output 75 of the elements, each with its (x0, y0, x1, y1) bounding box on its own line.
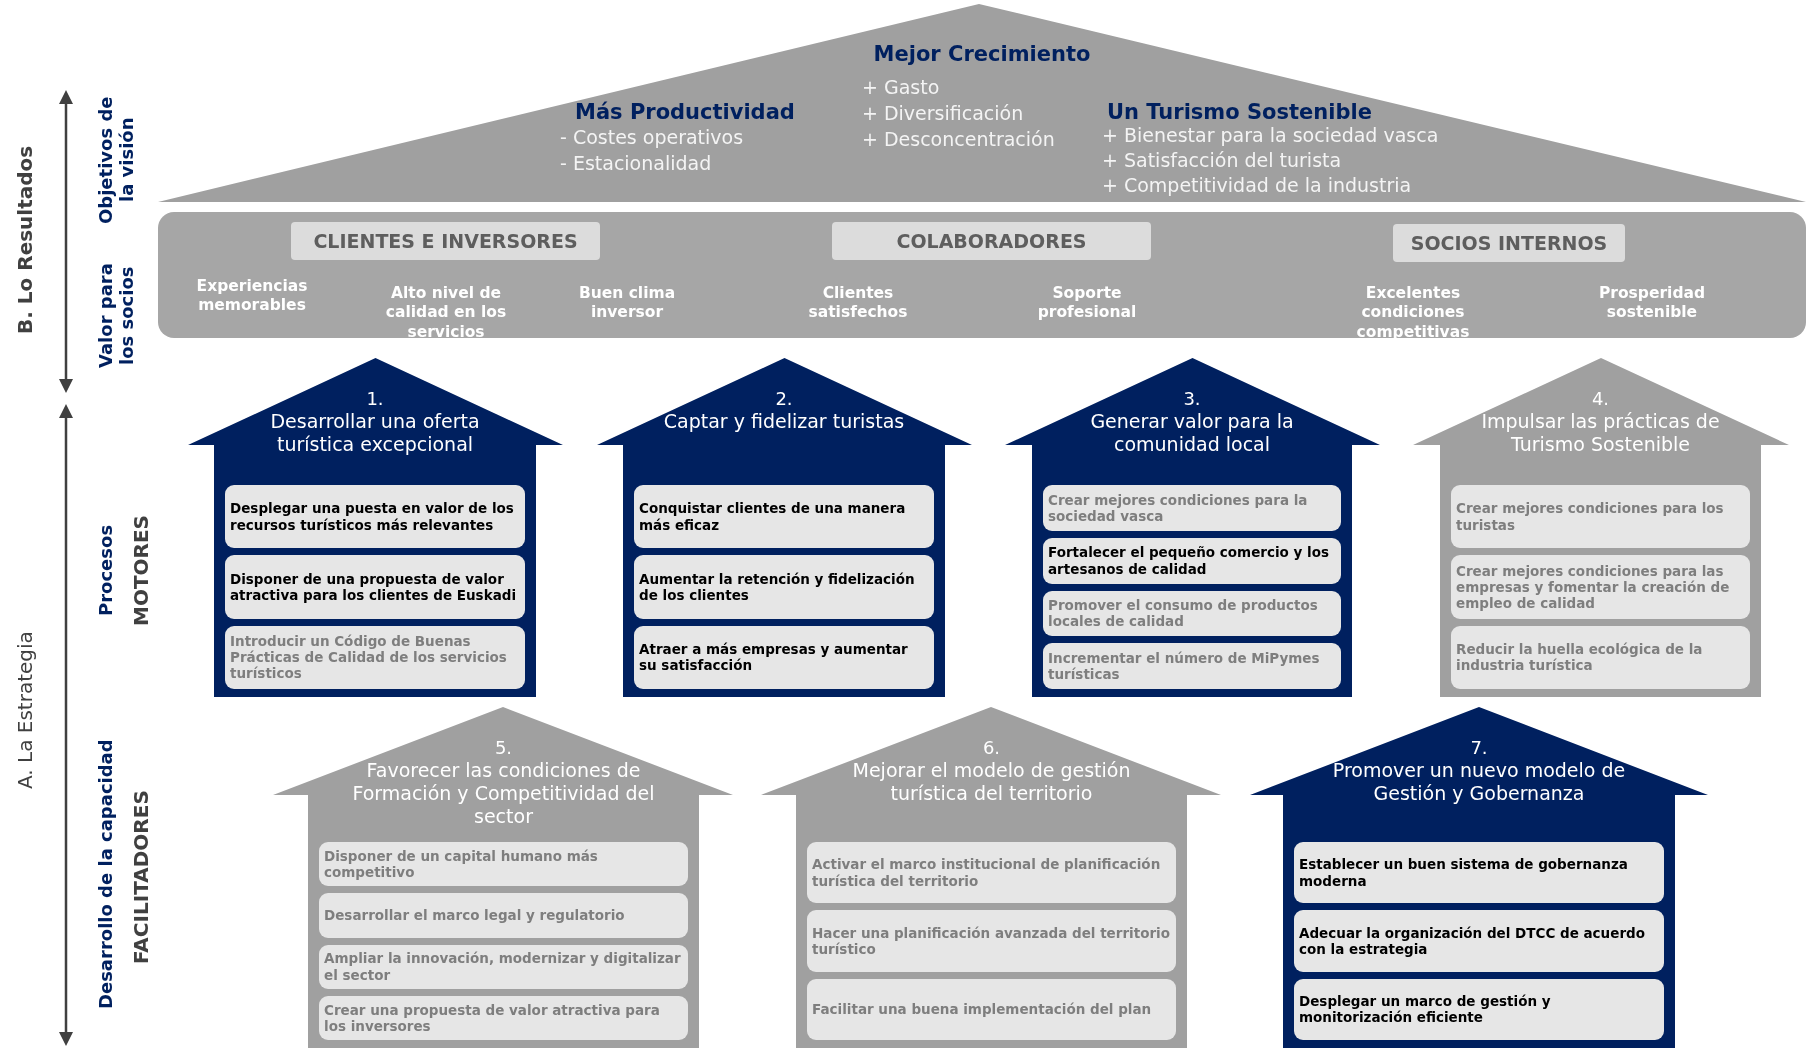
house-title: Captar y fidelizar turistas (662, 410, 906, 433)
house-title: Mejorar el modelo de gestión turística del territorio (851, 759, 1132, 805)
house-shape (188, 358, 563, 697)
objective-box: Crear mejores condiciones para las empresas y fomentar la creación de empleo de calidad (1451, 555, 1750, 619)
objective-box: Atraer a más empresas y aumentar su satisfacción (634, 625, 934, 689)
goal-item: + Satisfacción del turista (1102, 149, 1342, 171)
row-label: Valor para los socios (96, 262, 138, 370)
group-header: CLIENTES E INVERSORES (291, 222, 600, 260)
value-text: Excelentes condiciones competitivas (1355, 284, 1471, 343)
goal-item: + Gasto (862, 76, 940, 98)
goal-item: - Estacionalidad (560, 152, 712, 174)
value-text: Clientes satisfechos (807, 284, 909, 323)
objective-box: Crear una propuesta de valor atractiva para los inversores (319, 995, 688, 1040)
section-label: B. Lo Resultados (14, 144, 38, 337)
row-label: Procesos (96, 523, 117, 618)
goal-item: - Costes operativos (560, 126, 744, 148)
house-shape (597, 358, 972, 697)
number-label: 6. (981, 737, 1002, 759)
house-title: Desarrollar una oferta turística excepcional (269, 410, 481, 456)
number-label: 7. (1469, 737, 1489, 759)
objective-box: Conquistar clientes de una manera más eficaz (634, 485, 934, 549)
goal-heading: Un Turismo Sostenible (1107, 100, 1372, 124)
value-text: Buen clima inversor (577, 284, 677, 323)
objective-box: Disponer de un capital humano más competitivo (319, 842, 688, 887)
value-text: Soporte profesional (1036, 284, 1138, 323)
number-label: 3. (1182, 388, 1202, 410)
roof-triangle (158, 4, 1806, 202)
goal-item: + Desconcentración (862, 128, 1055, 150)
category-label: FACILITADORES (130, 790, 154, 965)
objective-box: Desplegar un marco de gestión y monitorización eficiente (1294, 978, 1664, 1040)
house-shape (273, 707, 733, 1048)
objective-box: Reducir la huella ecológica de la industria turística (1451, 625, 1750, 689)
goal-heading: Mejor Crecimiento (872, 42, 1092, 66)
objective-box: Activar el marco institucional de planificación turística del territorio (807, 842, 1176, 904)
objective-box: Introducir un Código de Buenas Prácticas de Calidad de los servicios turísticos (225, 625, 525, 689)
value-text: Prosperidad sostenible (1597, 284, 1707, 323)
house-title: Generar valor para la comunidad local (1089, 410, 1295, 456)
objective-box: Desplegar una puesta en valor de los recursos turísticos más relevantes (225, 485, 525, 549)
number-label: 2. (774, 388, 794, 410)
objective-box: Crear mejores condiciones para la sociedad vasca (1043, 485, 1341, 531)
row-label: Desarrollo de la capacidad (96, 738, 117, 1012)
objective-box: Aumentar la retención y fidelización de los clientes (634, 555, 934, 619)
row-label: Objetivos de la visión (96, 95, 138, 226)
house-shape (1005, 358, 1380, 697)
value-text: Experiencias memorables (195, 277, 309, 316)
value-text: Alto nivel de calidad en los servicios (384, 284, 508, 343)
group-header: SOCIOS INTERNOS (1393, 224, 1625, 262)
goal-item: + Competitividad de la industria (1102, 174, 1412, 196)
goal-item: + Diversificación (862, 102, 1024, 124)
objective-box: Promover el consumo de productos locales de calidad (1043, 590, 1341, 637)
number-label: 4. (1590, 388, 1611, 410)
number-label: 1. (365, 388, 385, 410)
objective-box: Desarrollar el marco legal y regulatorio (319, 893, 688, 938)
goal-item: + Bienestar para la sociedad vasca (1102, 124, 1439, 146)
goal-heading: Más Productividad (575, 100, 795, 124)
objective-box: Establecer un buen sistema de gobernanza moderna (1294, 842, 1664, 904)
value-band (158, 212, 1806, 338)
objective-box: Hacer una planificación avanzada del territorio turístico (807, 910, 1176, 972)
house-shape (761, 707, 1221, 1048)
house-title: Impulsar las prácticas de Turismo Sostenible (1480, 410, 1721, 456)
objective-box: Incrementar el número de MiPymes turísticas (1043, 643, 1341, 689)
house-shape (1413, 358, 1789, 697)
objective-box: Ampliar la innovación, modernizar y digitalizar el sector (319, 944, 688, 989)
objective-box: Disponer de una propuesta de valor atractiva para los clientes de Euskadi (225, 555, 525, 619)
group-header: COLABORADORES (832, 222, 1151, 260)
number-label: 5. (493, 737, 514, 759)
house-title: Favorecer las condiciones de Formación y Competitividad del sector (351, 759, 656, 828)
objective-box: Fortalecer el pequeño comercio y los artesanos de calidad (1043, 537, 1341, 584)
house-title: Promover un nuevo modelo de Gestión y Gobernanza (1331, 759, 1627, 805)
section-label: A. La Estrategia (14, 630, 38, 791)
category-label: MOTORES (130, 513, 154, 628)
objective-box: Facilitar una buena implementación del plan (807, 978, 1176, 1040)
objective-box: Adecuar la organización del DTCC de acuerdo con la estrategia (1294, 910, 1664, 972)
objective-box: Crear mejores condiciones para los turistas (1451, 485, 1750, 549)
house-shape (1250, 707, 1708, 1048)
